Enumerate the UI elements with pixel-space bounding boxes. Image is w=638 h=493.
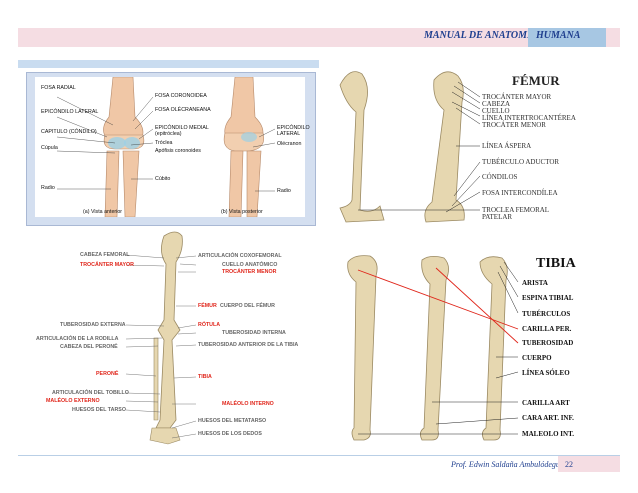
- tibia-label-5: CUERPO: [522, 354, 552, 362]
- leg-right-label-5: RÓTULA: [198, 322, 221, 328]
- tibia-label-4: TUBEROSIDAD: [522, 339, 574, 347]
- tibia-label-9: MALEOLO INT.: [522, 430, 574, 438]
- elbow-center-label-4: Tróclea: [155, 140, 173, 146]
- femur-label-1: CABEZA: [482, 100, 510, 108]
- tibia-label-8: CARA ART. INF.: [522, 414, 574, 422]
- femur-label-0: TROCÁNTER MAYOR: [482, 93, 552, 101]
- tibia-label-6: LÍNEA SÓLEO: [522, 369, 570, 377]
- elbow-caption-anterior: (a) Vista anterior: [83, 209, 123, 215]
- leg-right-label-9: MALÉOLO INTERNO: [222, 401, 274, 407]
- femur-label-10: PATELAR: [482, 213, 513, 221]
- elbow-center-label-5: Apófisis coronoides: [155, 148, 201, 154]
- leg-right-label-8: TIBIA: [198, 374, 212, 380]
- leg-right-label-2: TROCÁNTER MENOR: [222, 269, 277, 275]
- femur-title: FÉMUR: [512, 73, 560, 88]
- tibia-label-1: ESPINA TIBIAL: [522, 294, 574, 302]
- leg-right-label-1: CUELLO ANATÓMICO: [222, 262, 278, 268]
- elbow-bones-drawing: [56, 77, 276, 217]
- elbow-label-3: Cúpula: [41, 145, 58, 151]
- leg-left-label-6: ARTICULACIÓN DEL TOBILLO: [52, 390, 129, 396]
- header-tag-box: HUMANA: [528, 28, 606, 47]
- leg-left-label-7: MALÉOLO EXTERNO: [46, 398, 100, 404]
- femur-label-5: LÍNEA ÁSPERA: [482, 142, 532, 150]
- tibia-label-3: CARILLA PER.: [522, 325, 572, 333]
- femur-label-7: CÓNDILOS: [482, 173, 518, 181]
- elbow-center-label-1: FOSA OLÉCRANEANA: [155, 107, 211, 113]
- femur-label-4: TROCÁTER MENOR: [482, 121, 546, 129]
- elbow-center-label-2: EPICÓNDILO MEDIAL: [155, 125, 209, 131]
- footer-rule: [18, 455, 620, 456]
- elbow-center-label-3: (epitróclea): [155, 131, 182, 137]
- elbow-center-label-6: Cúbito: [155, 176, 171, 182]
- femur-label-2: CUELLO: [482, 107, 510, 115]
- leg-left-label-8: HUESOS DEL TARSO: [72, 407, 126, 413]
- leg-left-label-5: PERONÉ: [96, 371, 119, 377]
- leg-left-label-2: TUBEROSIDAD EXTERNA: [60, 322, 126, 328]
- elbow-figure-canvas: FOSA RADIAL EPICÓNDILO LATERAL CAPITULO …: [35, 77, 310, 217]
- leg-right-label-7: TUBEROSIDAD ANTERIOR DE LA TIBIA: [198, 342, 299, 348]
- elbow-label-1: EPICÓNDILO LATERAL: [41, 109, 99, 115]
- femur-label-9: TROCLEA FEMORAL: [482, 206, 550, 214]
- elbow-caption-posterior: (b) Vista posterior: [221, 209, 263, 215]
- footer-author: Prof. Edwin Saldaña Ambulódegui: [451, 460, 563, 469]
- leg-right-label-4: CUERPO DEL FÉMUR: [220, 303, 275, 309]
- leg-right-label-6: TUBEROSIDAD INTERNA: [222, 330, 286, 336]
- tibia-title: TIBIA: [536, 256, 576, 271]
- header-tag: HUMANA: [536, 30, 581, 41]
- tibia-label-2: TUBÉRCULOS: [522, 310, 571, 318]
- femur-label-3: LÍNEA INTERTROCANTÉREA: [482, 114, 576, 122]
- elbow-right-label-2: Radio: [277, 188, 291, 194]
- leg-right-label-11: HUESOS DE LOS DEDOS: [198, 431, 262, 437]
- elbow-right-label-1: Olécranon: [277, 141, 302, 147]
- elbow-figure: FOSA RADIAL EPICÓNDILO LATERAL CAPITULO …: [26, 72, 316, 226]
- leg-right-label-0: ARTICULACIÓN COXOFEMORAL: [198, 253, 282, 259]
- elbow-center-label-0: FOSA CORONOIDEA: [155, 93, 207, 99]
- footer-page-box: 22: [558, 456, 620, 472]
- femur-label-6: TUBÉRCULO ADUCTOR: [482, 158, 560, 166]
- page-number: 22: [565, 460, 573, 469]
- femur-label-8: FOSA INTERCONDÍLEA: [482, 189, 558, 197]
- elbow-right-label-0: EPICÓNDILO LATERAL: [277, 125, 310, 137]
- leg-left-label-1: TROCÁNTER MAYOR: [80, 262, 134, 268]
- leg-left-label-3: ARTICULACIÓN DE LA RODILLA: [36, 336, 119, 342]
- leg-right-label-10: HUESOS DEL METATARSO: [198, 418, 267, 424]
- elbow-label-4: Radio: [41, 185, 55, 191]
- tibia-label-0: ARISTA: [522, 279, 548, 287]
- header-title: MANUAL DE ANATOMIA: [424, 30, 538, 41]
- leg-left-label-0: CABEZA FEMORAL: [80, 252, 130, 258]
- leg-left-label-4: CABEZA DEL PERONÉ: [60, 344, 118, 350]
- elbow-label-2: CAPITULO (CÓNDILO): [41, 129, 97, 135]
- elbow-label-0: FOSA RADIAL: [41, 85, 76, 91]
- leg-right-label-3: FÉMUR: [198, 303, 217, 309]
- header-band: [18, 28, 620, 47]
- tibia-label-7: CARILLA ART: [522, 399, 570, 407]
- section-strip: [18, 60, 319, 68]
